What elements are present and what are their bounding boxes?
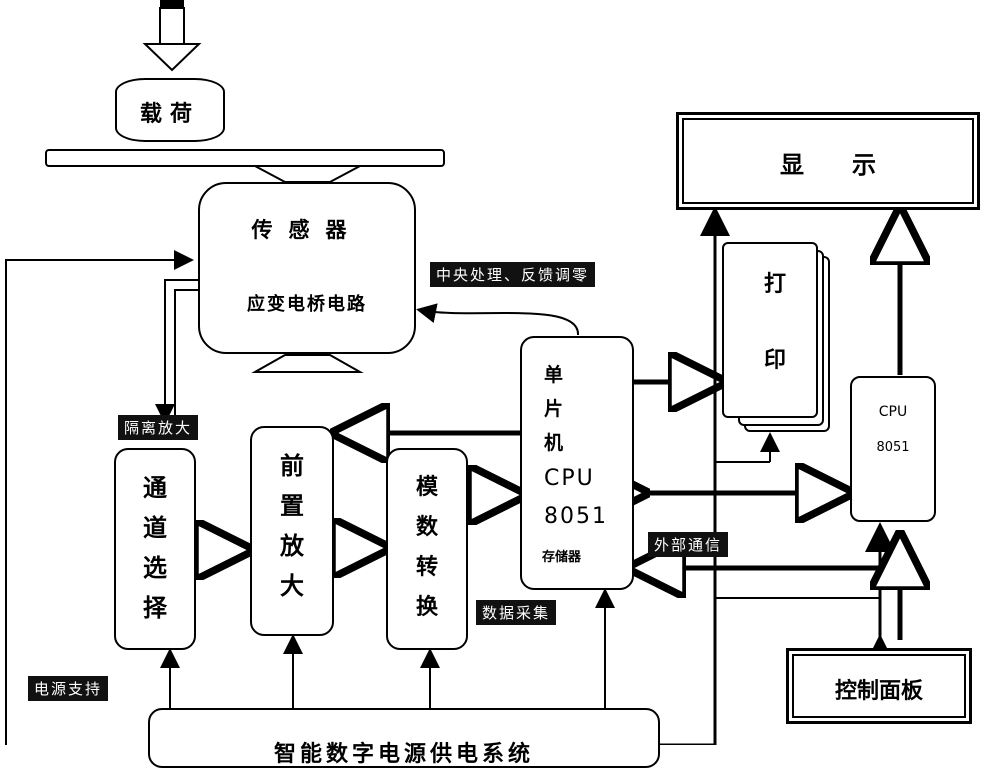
sensor-block: 传感器 应变电桥电路 [198,182,416,354]
cpu2-label-8051: 8051 [876,440,910,455]
mcu-label-cpu: CPU [544,466,595,491]
data-acquisition-tag: 数据采集 [476,600,557,625]
feedback-line-left [5,250,194,745]
mcu-label-1: 单 片 机 [544,364,564,454]
power-support-tag: 电源支持 [28,676,109,701]
channel-select-block: 通 道 选 择 [114,448,196,650]
sensor-mount-bottom [251,354,364,373]
preamp-block: 前 置 放 大 [250,426,334,636]
isolation-to-sensor [174,289,200,420]
isolation-amp-tag: 隔离放大 [118,415,199,440]
platform-bar [45,149,445,167]
load-label: 载荷 [139,102,200,127]
line-to-display [660,206,730,745]
sensor-circuit-label: 应变电桥电路 [247,294,367,315]
adc-label: 模 数 转 换 [415,475,438,620]
central-processing-tag: 中央处理、反馈调零 [430,262,596,287]
sensor-to-isolation [155,279,200,424]
block-diagram [5,0,992,745]
mcu-label-memory: 存储器 [542,550,582,565]
sensor-mount-top [254,165,361,183]
mcu-block: 单 片 机 CPU 8051 存储器 [520,336,634,590]
cpu2-block: CPU 8051 [850,376,936,522]
sensor-title: 传感器 [251,218,363,242]
mcu-label-8051: 8051 [544,504,608,529]
power-system-block: 智能数字电源供电系统 [148,708,660,768]
adc-block: 模 数 转 换 [386,448,468,650]
display-label: 显 示 [780,151,876,179]
control-panel-label: 控制面板 [834,679,923,704]
load-block: 载荷 [115,78,225,142]
printer-block: 打 印 [722,242,818,418]
control-panel-block: 控制面板 [786,648,972,724]
display-block: 显 示 [676,112,980,210]
channel-select-label: 通 道 选 择 [143,474,167,622]
external-comm-tag: 外部通信 [648,532,729,557]
preamp-label: 前 置 放 大 [280,452,304,600]
mcu-feedback-curve [416,303,580,336]
power-system-label: 智能数字电源供电系统 [273,742,534,767]
cpu2-label-cpu: CPU [878,404,908,420]
load-input-arrow [142,0,202,72]
printer-label: 打 印 [764,272,787,373]
